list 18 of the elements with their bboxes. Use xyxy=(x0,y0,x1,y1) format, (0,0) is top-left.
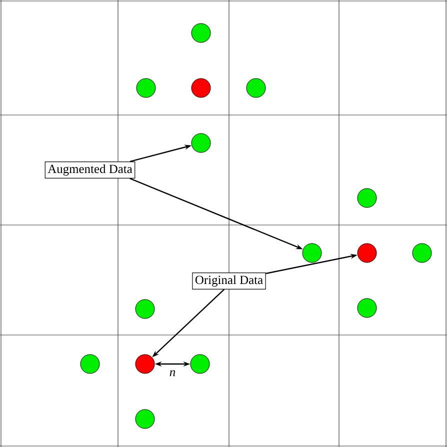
point xyxy=(80,354,100,374)
point xyxy=(191,78,211,98)
point xyxy=(357,243,377,263)
edge-label: n xyxy=(168,369,177,378)
point xyxy=(357,188,377,208)
point xyxy=(357,298,377,318)
point xyxy=(246,78,266,98)
point xyxy=(135,409,155,429)
point xyxy=(135,354,155,374)
point xyxy=(190,354,210,374)
point xyxy=(412,243,432,263)
point xyxy=(191,133,211,153)
label-box: Augmented Data xyxy=(44,162,136,178)
point xyxy=(136,78,156,98)
label-box: Original Data xyxy=(192,272,266,290)
point xyxy=(135,299,155,319)
point xyxy=(302,243,322,263)
point xyxy=(191,23,211,43)
